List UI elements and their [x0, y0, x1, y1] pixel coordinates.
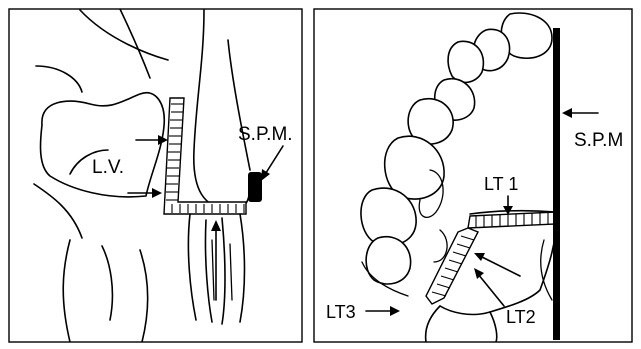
lateral-view-bone-outlines [34, 9, 250, 342]
root-canal-2 [230, 244, 232, 300]
dental-arch [361, 13, 556, 342]
septum-line [228, 40, 250, 170]
lateral-view-panel: L.V. S.P.M. [9, 9, 302, 342]
molar-contour [140, 250, 148, 342]
lt2-arrow-upper-shaft [480, 256, 520, 276]
lt3-arrow-head [390, 306, 400, 316]
alveolar-left-contour [63, 240, 70, 342]
graft-band-outline [164, 98, 246, 214]
root-contour-4 [240, 214, 245, 322]
lateral-spm-arrow-shaft [264, 146, 283, 176]
root-upward-arrow-head [211, 220, 221, 231]
lt1-label: LT 1 [484, 174, 518, 194]
lv-arrow-lower-head [152, 188, 162, 198]
maxillary-sinus-outline [40, 93, 164, 197]
nasal-wall-contour [194, 10, 250, 210]
lt1-band-outline [468, 212, 556, 228]
root-contour-1 [188, 214, 196, 320]
root-canal-1 [212, 240, 214, 300]
lateral-spm-membrane [248, 172, 262, 202]
lower-sinus-wall [34, 184, 82, 238]
lt3-label: LT3 [326, 302, 356, 322]
lateral-tooth-roots [188, 214, 244, 324]
occlusal-spm-arrow-head [562, 108, 572, 118]
lt2-label: LT2 [506, 307, 536, 327]
lateral-spm-arrow-head [261, 169, 270, 181]
lateral-spm-label: S.P.M. [238, 124, 293, 145]
palatal-lower-contour [426, 306, 440, 342]
palatal-lower-contour-2 [490, 312, 497, 342]
occlusal-spm-membrane [553, 28, 560, 340]
lt2-arrow-lower-head [474, 268, 484, 279]
lt1-graft-band [468, 212, 556, 228]
tooth-canine [448, 41, 483, 82]
lateral-graft-band [164, 98, 246, 214]
lt2-arrow-lower-shaft [478, 274, 504, 306]
lv-label: L.V. [92, 157, 124, 178]
posterior-tooth-contour [102, 246, 112, 320]
skull-contour-left [36, 66, 82, 92]
occlusal-view-panel: S.P.M LT 1 LT2 LT3 [314, 9, 632, 342]
lt2-lt3-graft-band [426, 228, 478, 304]
root-contour-3 [222, 218, 225, 324]
occlusal-spm-label: S.P.M [574, 130, 623, 151]
root-contour-2 [205, 220, 212, 322]
